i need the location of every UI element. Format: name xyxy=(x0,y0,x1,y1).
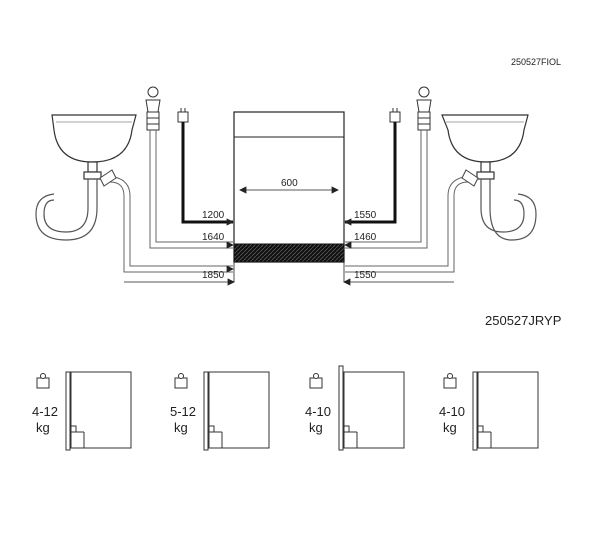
right-dim-1550-lower: 1550 xyxy=(354,270,377,281)
right-dim-1550: 1550 xyxy=(354,210,377,221)
left-tap-valve xyxy=(145,86,161,131)
left-dim-1640: 1640 xyxy=(202,232,225,243)
right-dimension-arrows xyxy=(343,218,454,286)
door-unit-3 xyxy=(309,365,405,451)
product-code-bottom: 250527JRYP xyxy=(485,313,561,328)
weight-range-4: 4-10 xyxy=(439,404,465,419)
weight-range-2: 5-12 xyxy=(170,404,196,419)
door-unit-1 xyxy=(36,371,132,451)
product-code-top: 250527FIOL xyxy=(511,57,561,67)
weight-range-3: 4-10 xyxy=(305,404,331,419)
right-plug-socket xyxy=(389,108,401,123)
left-dim-1200: 1200 xyxy=(202,210,225,221)
left-sink xyxy=(35,114,137,241)
weight-unit-2: kg xyxy=(174,420,188,435)
right-tap-valve xyxy=(416,86,432,131)
door-unit-4 xyxy=(443,371,539,451)
weight-range-1: 4-12 xyxy=(32,404,58,419)
width-label: 600 xyxy=(281,178,298,189)
left-plug-socket xyxy=(177,108,189,123)
left-dimension-arrows xyxy=(124,218,235,286)
dishwasher-front xyxy=(233,111,345,263)
right-sink xyxy=(441,114,537,241)
dishwasher-plinth xyxy=(233,243,345,263)
door-unit-2 xyxy=(174,371,270,451)
left-hoses xyxy=(99,122,233,273)
right-dim-1460: 1460 xyxy=(354,232,377,243)
weight-unit-4: kg xyxy=(443,420,457,435)
left-dim-1850: 1850 xyxy=(202,270,225,281)
width-dimension xyxy=(239,186,339,194)
weight-unit-3: kg xyxy=(309,420,323,435)
weight-unit-1: kg xyxy=(36,420,50,435)
right-hoses xyxy=(345,122,479,273)
